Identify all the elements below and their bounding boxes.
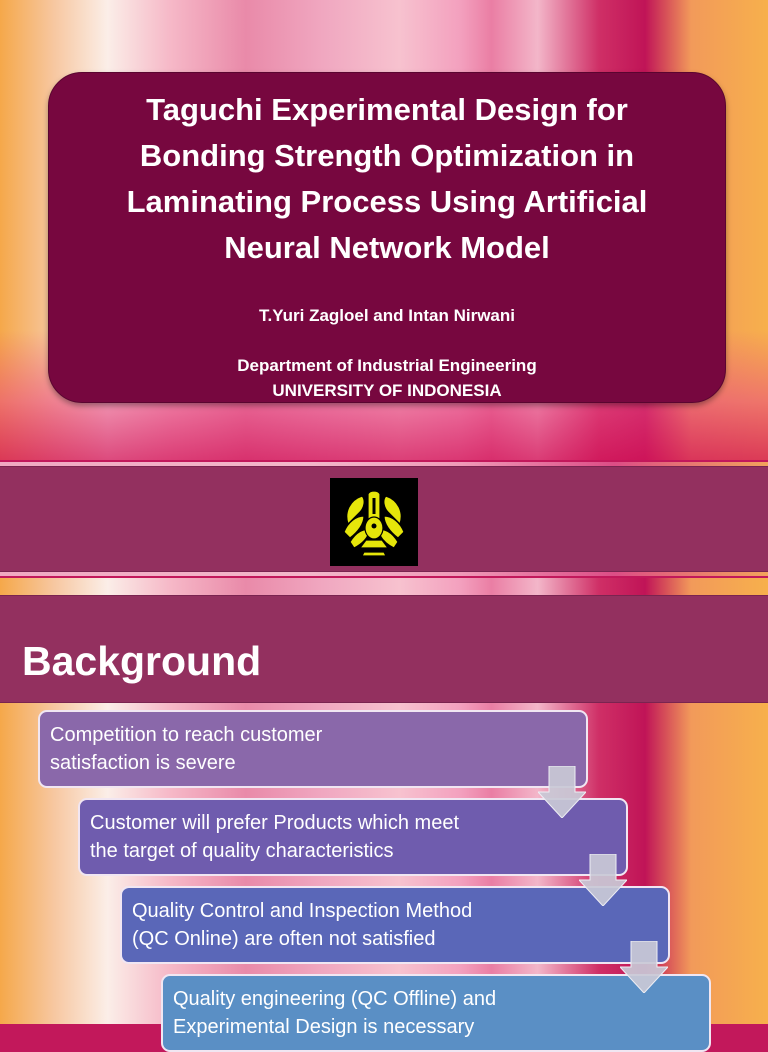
down-arrow-icon — [579, 854, 627, 906]
process-step-3: Quality Control and Inspection Method (Q… — [120, 886, 670, 964]
section-header: Background — [0, 595, 768, 703]
university: UNIVERSITY OF INDONESIA — [272, 381, 502, 400]
down-arrow-icon — [538, 766, 586, 818]
step-text-line: satisfaction is severe — [50, 752, 236, 774]
affiliation: Department of Industrial Engineering UNI… — [49, 353, 725, 403]
process-step-1: Competition to reach customer satisfacti… — [38, 710, 588, 788]
university-seal-icon — [330, 478, 418, 566]
down-arrow-icon — [620, 941, 668, 993]
process-step-2: Customer will prefer Products which meet… — [78, 798, 628, 876]
logo-band — [0, 466, 768, 572]
step-text-line: Experimental Design is necessary — [173, 1016, 475, 1038]
step-text-line: the target of quality characteristics — [90, 840, 394, 862]
step-text-line: Customer will prefer Products which meet — [90, 812, 460, 834]
slide-title: Taguchi Experimental Design for Bonding … — [126, 92, 648, 265]
step-text-line: Quality Control and Inspection Method — [132, 900, 473, 922]
step-text-line: (QC Online) are often not satisfied — [132, 928, 436, 950]
logo-slide — [0, 462, 768, 576]
department: Department of Industrial Engineering — [237, 356, 537, 375]
step-text-line: Quality engineering (QC Offline) and — [173, 988, 497, 1010]
section-heading: Background — [22, 638, 262, 684]
title-box: Taguchi Experimental Design for Bonding … — [48, 72, 726, 403]
step-text-line: Competition to reach customer — [50, 724, 323, 746]
authors: T.Yuri Zagloel and Intan Nirwani — [259, 306, 515, 325]
title-slide: Taguchi Experimental Design for Bonding … — [0, 0, 768, 460]
